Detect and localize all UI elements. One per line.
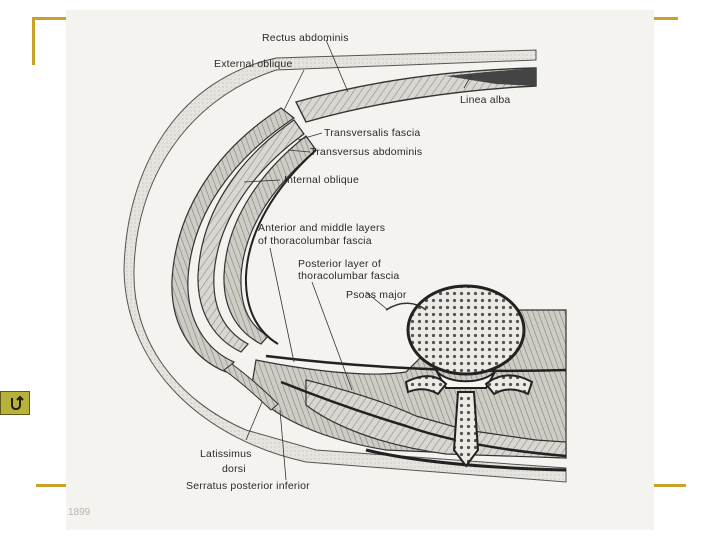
return-button[interactable] [0,391,30,415]
label-linea-alba: Linea alba [460,94,510,106]
label-rectus-abdominis: Rectus abdominis [262,32,349,44]
frame-top-left-vertical [32,17,35,65]
anatomy-illustration: Rectus abdominis External oblique Linea … [66,10,654,530]
label-latissimus-dorsi-2: dorsi [222,463,246,475]
scan-artifact-text: 1899 [68,507,90,518]
label-anterior-middle-layers-1: Anterior and middle layers [258,222,385,234]
frame-top-right-horizontal [654,17,678,20]
label-external-oblique: External oblique [214,58,293,70]
return-arrow-icon [8,395,24,411]
label-anterior-middle-layers-2: of thoracolumbar fascia [258,235,372,247]
label-latissimus-dorsi-1: Latissimus [200,448,252,460]
label-serratus-posterior-inferior: Serratus posterior inferior [186,480,310,492]
frame-bottom-left-horizontal [36,484,68,487]
label-posterior-layer-1: Posterior layer of [298,258,381,270]
label-posterior-layer-2: thoracolumbar fascia [298,270,399,282]
frame-top-left-horizontal [32,17,68,20]
label-psoas-major: Psoas major [346,289,407,301]
label-internal-oblique: Internal oblique [284,174,359,186]
label-transversalis-fascia: Transversalis fascia [324,127,420,139]
frame-bottom-right-horizontal [654,484,686,487]
label-transversus-abdominis: Transversus abdominis [310,146,422,158]
